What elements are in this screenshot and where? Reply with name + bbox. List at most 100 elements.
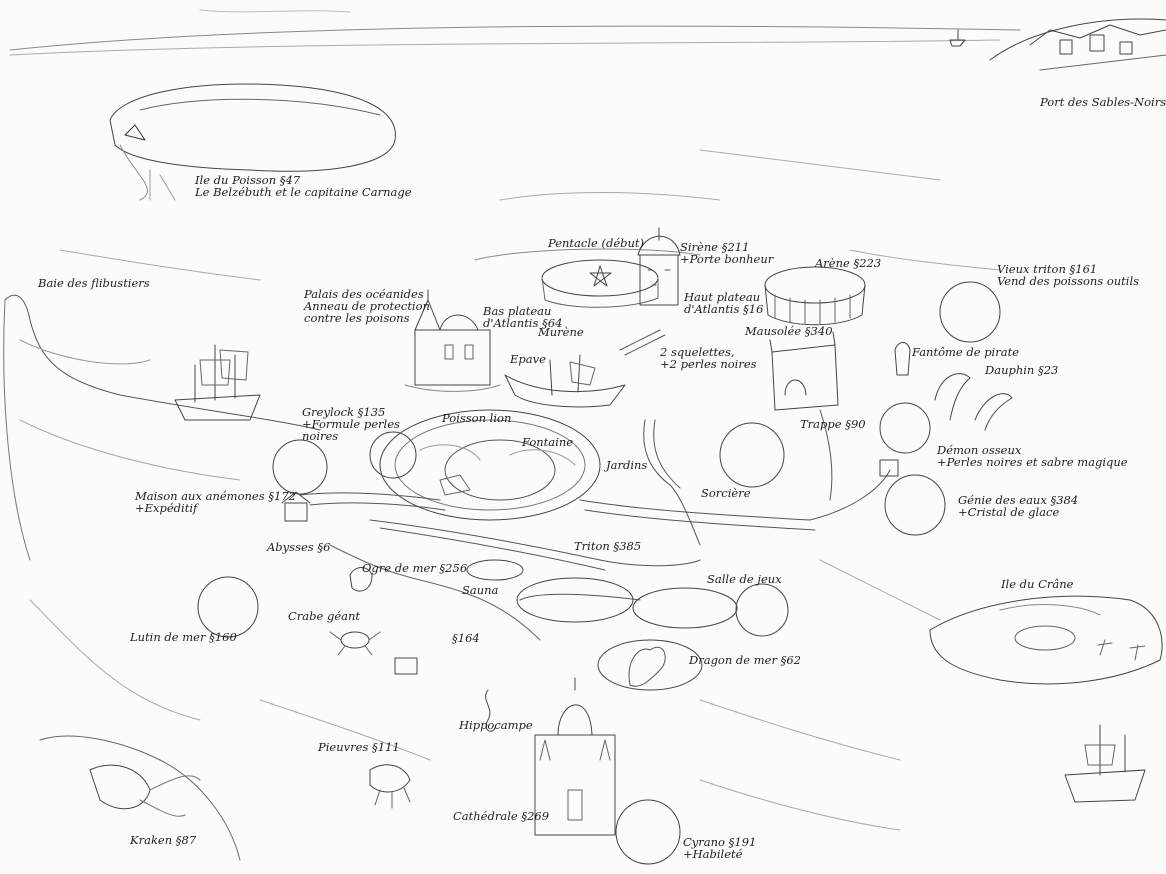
label-cyrano-line2: +Habileté <box>683 847 743 861</box>
label-maison-line1: Maison aux anémones §172 <box>135 489 296 503</box>
ship-crane <box>1064 724 1146 803</box>
pirate-ship-bay <box>174 344 261 421</box>
label-dragon: Dragon de mer §62 <box>689 654 801 666</box>
label-mausolee-line: Mausolée §340 <box>745 324 833 338</box>
label-cathedrale-line: Cathédrale §269 <box>453 809 550 823</box>
label-poisson-lion-line: Poisson lion <box>442 411 512 425</box>
label-ile-poisson-line1: Ile du Poisson §47 <box>195 173 301 187</box>
label-ile-crane-line: Ile du Crâne <box>1001 577 1074 591</box>
label-ile-poisson-line2: Le Belzébuth et le capitaine Carnage <box>195 185 412 199</box>
label-lutin-line: Lutin de mer §160 <box>130 630 237 644</box>
label-genie-line1: Génie des eaux §384 <box>958 493 1079 507</box>
crabe-sketch <box>329 631 381 656</box>
label-trappe-line: Trappe §90 <box>800 417 866 431</box>
label-haut-plateau: Haut plateau d'Atlantis §16 <box>684 291 763 315</box>
label-sirene: Sirène §211 +Porte bonheur <box>680 241 773 265</box>
label-sauna: Sauna <box>462 584 498 596</box>
label-vieux-triton: Vieux triton §161 Vend des poissons outi… <box>997 263 1139 287</box>
label-dauphin-line: Dauphin §23 <box>985 363 1059 377</box>
label-jardins: Jardins <box>606 459 647 471</box>
label-vieux-triton-line2: Vend des poissons outils <box>997 274 1140 288</box>
tunnels <box>299 329 891 601</box>
atlantis-city <box>379 409 601 521</box>
label-bas-plateau-line1: Bas plateau <box>483 304 552 318</box>
label-triton-line: Triton §385 <box>574 539 642 553</box>
label-baie: Baie des flibustiers <box>38 277 150 289</box>
label-arene: Arène §223 <box>815 257 881 269</box>
label-greylock-line3: noires <box>302 429 339 443</box>
label-s164: §164 <box>452 632 480 644</box>
label-demon: Démon osseux +Perles noires et sabre mag… <box>937 444 1128 468</box>
label-jardins-line: Jardins <box>606 458 648 472</box>
label-cathedrale: Cathédrale §269 <box>453 810 549 822</box>
salle-jeux-portrait <box>735 583 789 637</box>
label-greylock-line2: +Formule perles <box>302 417 400 431</box>
label-lutin: Lutin de mer §160 <box>130 631 237 643</box>
label-port-line: Port des Sables-Noirs <box>1040 95 1166 109</box>
kraken-coast <box>39 735 241 861</box>
genie-portrait <box>884 474 946 536</box>
chambers <box>466 559 738 691</box>
label-demon-line2: +Perles noires et sabre magique <box>937 455 1128 469</box>
arene-building <box>764 266 866 326</box>
label-abysses-line: Abysses §6 <box>267 540 331 554</box>
demon-portrait <box>879 402 931 454</box>
dragon-de-mer <box>628 647 666 687</box>
label-fontaine-line: Fontaine <box>522 435 574 449</box>
label-murene-line: Murène <box>538 325 584 339</box>
maison-anemones <box>281 491 311 522</box>
label-palais-line3: contre les poisons <box>304 311 410 325</box>
label-salle-jeux: Salle de jeux <box>707 573 782 585</box>
label-sorciere: Sorcière <box>701 487 751 499</box>
abysses-crack <box>329 544 541 641</box>
label-ogre-line: Ogre de mer §256 <box>362 561 468 575</box>
label-ile-poisson: Ile du Poisson §47 Le Belzébuth et le ca… <box>195 174 412 198</box>
label-abysses: Abysses §6 <box>267 541 330 553</box>
trappe-box <box>879 459 899 477</box>
label-sauna-line: Sauna <box>462 583 499 597</box>
label-crabe-line: Crabe géant <box>288 609 361 623</box>
poisson-lion-portrait <box>369 431 417 479</box>
baie-coast <box>3 294 321 561</box>
label-haut-plateau-line2: d'Atlantis §16 <box>684 302 764 316</box>
label-kraken: Kraken §87 <box>130 834 196 846</box>
label-murene: Murène <box>538 326 584 338</box>
label-cyrano: Cyrano §191 +Habileté <box>683 836 756 860</box>
sirene-tower <box>637 227 681 306</box>
label-fantome-line: Fantôme de pirate <box>912 345 1020 359</box>
label-maison-line2: +Expéditif <box>135 501 198 515</box>
label-poisson-lion: Poisson lion <box>442 412 511 424</box>
label-palais: Palais des océanides Anneau de protectio… <box>304 288 430 324</box>
label-mausolee: Mausolée §340 <box>745 325 833 337</box>
label-fontaine: Fontaine <box>522 436 573 448</box>
sorciere-portrait <box>719 422 785 488</box>
vieux-triton-portrait <box>939 281 1001 343</box>
label-palais-line2: Anneau de protection <box>304 299 430 313</box>
hippocampe-sketch <box>485 689 496 732</box>
greylock-portrait <box>272 439 328 495</box>
label-cyrano-line1: Cyrano §191 <box>683 835 757 849</box>
label-demon-line1: Démon osseux <box>937 443 1022 457</box>
label-arene-line: Arène §223 <box>815 256 882 270</box>
label-sirene-line1: Sirène §211 <box>680 240 750 254</box>
ile-crane-island <box>929 595 1163 685</box>
label-greylock: Greylock §135 +Formule perles noires <box>302 406 400 442</box>
label-squelettes: 2 squelettes, +2 perles noires <box>660 346 757 370</box>
label-hippocampe: Hippocampe <box>459 719 533 731</box>
label-epave-line: Epave <box>510 352 546 366</box>
label-sorciere-line: Sorcière <box>701 486 751 500</box>
ile-poisson-island <box>109 83 396 201</box>
label-palais-line1: Palais des océanides <box>304 287 424 301</box>
label-trappe: Trappe §90 <box>800 418 866 430</box>
chest <box>394 657 418 675</box>
ogre-sketch <box>349 567 373 592</box>
label-squelettes-line2: +2 perles noires <box>660 357 757 371</box>
epave-wreck <box>504 354 626 408</box>
label-bas-plateau: Bas plateau d'Atlantis §64 <box>483 305 562 329</box>
fantome-sketch <box>894 342 911 376</box>
label-triton: Triton §385 <box>574 540 641 552</box>
seabed-texture <box>19 149 1001 831</box>
label-dauphin: Dauphin §23 <box>985 364 1058 376</box>
label-pieuvres: Pieuvres §111 <box>318 741 400 753</box>
